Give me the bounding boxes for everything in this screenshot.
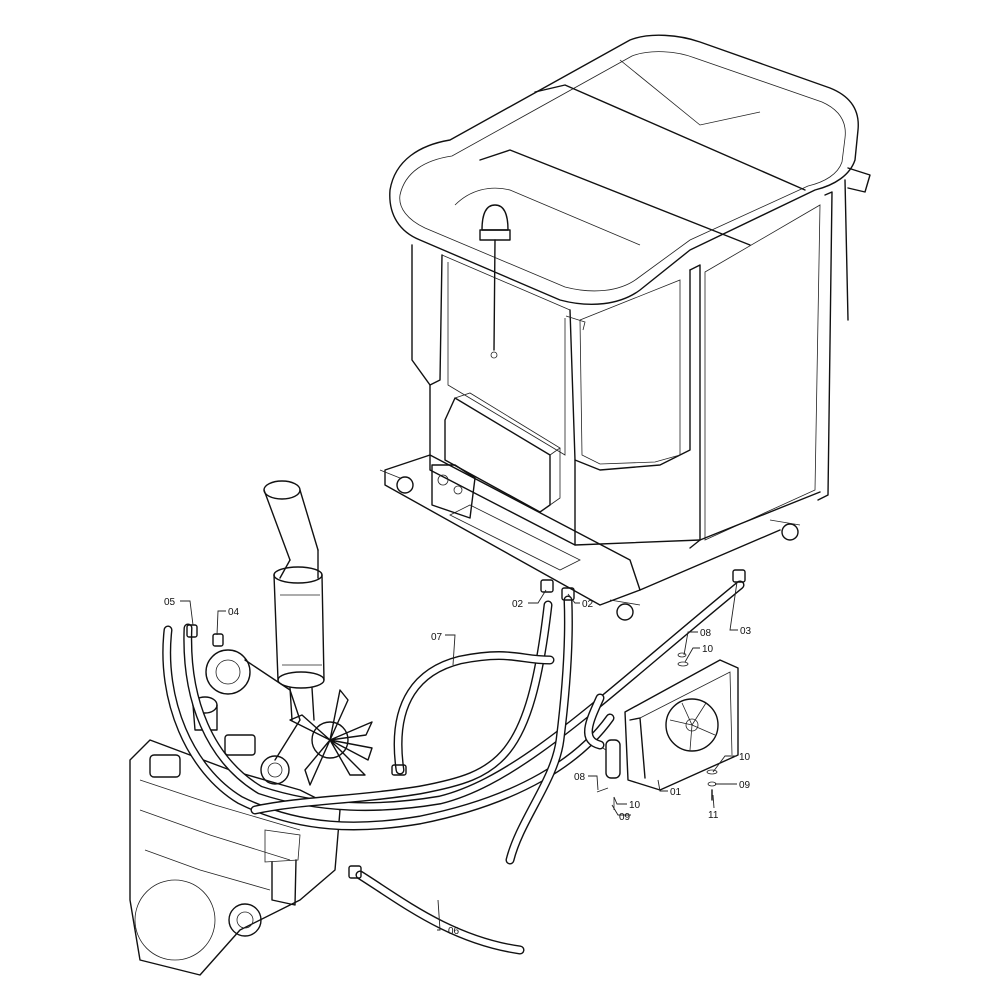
callout-03: 03 bbox=[740, 626, 752, 637]
callout-04: 04 bbox=[228, 607, 240, 618]
callout-10-top: 10 bbox=[702, 644, 714, 655]
callout-labels: 05 04 07 02 02 03 08 10 10 09 11 01 08 1… bbox=[164, 597, 752, 937]
callout-08-bottom: 08 bbox=[574, 772, 586, 783]
condenser-unit bbox=[596, 652, 739, 810]
engine-fan bbox=[289, 689, 373, 786]
callout-09-right: 09 bbox=[739, 780, 751, 791]
callout-11: 11 bbox=[708, 810, 719, 821]
callout-10-right: 10 bbox=[739, 752, 751, 763]
callout-05: 05 bbox=[164, 597, 176, 608]
callout-07: 07 bbox=[431, 632, 443, 643]
engine-assembly bbox=[129, 480, 373, 976]
callout-02-right: 02 bbox=[582, 599, 594, 610]
hose-lines bbox=[162, 569, 746, 955]
callout-01: 01 bbox=[670, 787, 682, 798]
callout-06: 06 bbox=[448, 926, 460, 937]
callout-02-left: 02 bbox=[512, 599, 524, 610]
callout-09-bottom: 09 bbox=[619, 812, 631, 823]
callout-08-top: 08 bbox=[700, 628, 712, 639]
callout-10-bottom: 10 bbox=[629, 800, 641, 811]
operator-cab bbox=[379, 34, 871, 621]
callout-leaders bbox=[180, 581, 738, 931]
